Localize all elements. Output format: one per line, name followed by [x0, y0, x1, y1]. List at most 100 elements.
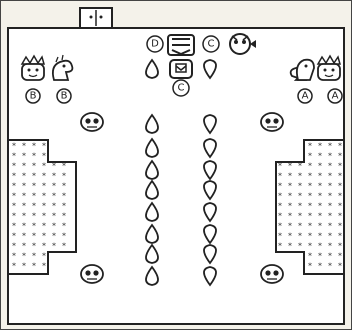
- svg-text:*: *: [318, 192, 322, 201]
- svg-text:*: *: [318, 172, 322, 181]
- svg-text:*: *: [338, 222, 342, 231]
- svg-text:*: *: [62, 232, 66, 241]
- svg-text:*: *: [288, 232, 292, 241]
- skull-icon[interactable]: [261, 113, 283, 131]
- svg-text:*: *: [12, 212, 16, 221]
- svg-text:*: *: [52, 222, 56, 231]
- svg-text:*: *: [288, 242, 292, 251]
- treasure-chest-icon[interactable]: [170, 60, 192, 78]
- king-icon[interactable]: [22, 56, 44, 80]
- svg-text:*: *: [318, 182, 322, 191]
- svg-text:*: *: [22, 142, 26, 151]
- svg-text:*: *: [42, 182, 46, 191]
- a-label-badge-1: A: [298, 89, 312, 103]
- svg-text:*: *: [338, 242, 342, 251]
- svg-text:*: *: [12, 242, 16, 251]
- svg-text:*: *: [318, 142, 322, 151]
- svg-text:*: *: [12, 192, 16, 201]
- door-icon[interactable]: [80, 8, 112, 28]
- svg-text:*: *: [278, 162, 282, 171]
- svg-text:*: *: [52, 212, 56, 221]
- svg-text:*: *: [308, 232, 312, 241]
- svg-text:*: *: [32, 242, 36, 251]
- svg-text:*: *: [22, 232, 26, 241]
- svg-text:*: *: [32, 142, 36, 151]
- svg-text:*: *: [318, 242, 322, 251]
- svg-text:*: *: [12, 202, 16, 211]
- svg-text:*: *: [22, 252, 26, 261]
- svg-text:*: *: [318, 252, 322, 261]
- svg-text:*: *: [308, 262, 312, 271]
- svg-text:*: *: [318, 222, 322, 231]
- svg-text:*: *: [278, 202, 282, 211]
- svg-text:*: *: [328, 142, 332, 151]
- svg-text:*: *: [328, 222, 332, 231]
- skull-icon[interactable]: [261, 265, 283, 283]
- svg-text:*: *: [32, 152, 36, 161]
- svg-text:*: *: [318, 152, 322, 161]
- svg-text:*: *: [318, 162, 322, 171]
- svg-text:*: *: [62, 162, 66, 171]
- svg-text:*: *: [32, 222, 36, 231]
- svg-text:*: *: [298, 232, 302, 241]
- svg-text:*: *: [288, 222, 292, 231]
- svg-text:*: *: [52, 192, 56, 201]
- svg-text:*: *: [338, 252, 342, 261]
- gate-icon[interactable]: [168, 35, 194, 55]
- svg-text:*: *: [62, 242, 66, 251]
- svg-text:*: *: [328, 242, 332, 251]
- svg-text:C: C: [208, 39, 215, 50]
- svg-text:*: *: [32, 182, 36, 191]
- svg-text:*: *: [328, 182, 332, 191]
- svg-text:*: *: [328, 152, 332, 161]
- skull-icon[interactable]: [81, 265, 103, 283]
- svg-text:*: *: [12, 252, 16, 261]
- svg-text:*: *: [278, 242, 282, 251]
- svg-text:*: *: [298, 242, 302, 251]
- svg-text:*: *: [298, 172, 302, 181]
- svg-text:*: *: [42, 142, 46, 151]
- svg-text:*: *: [52, 232, 56, 241]
- svg-text:*: *: [32, 162, 36, 171]
- svg-text:*: *: [288, 212, 292, 221]
- svg-text:*: *: [42, 192, 46, 201]
- svg-text:*: *: [338, 142, 342, 151]
- svg-text:*: *: [338, 232, 342, 241]
- svg-text:*: *: [42, 242, 46, 251]
- svg-text:*: *: [318, 232, 322, 241]
- svg-text:*: *: [328, 262, 332, 271]
- svg-text:D: D: [151, 39, 159, 50]
- king-icon[interactable]: [318, 56, 340, 80]
- svg-text:*: *: [12, 182, 16, 191]
- svg-text:*: *: [42, 162, 46, 171]
- svg-text:*: *: [308, 252, 312, 261]
- svg-text:*: *: [52, 202, 56, 211]
- svg-text:*: *: [32, 192, 36, 201]
- svg-text:*: *: [338, 152, 342, 161]
- svg-text:*: *: [298, 212, 302, 221]
- svg-text:*: *: [42, 202, 46, 211]
- svg-text:*: *: [298, 202, 302, 211]
- svg-text:*: *: [42, 252, 46, 261]
- svg-text:*: *: [328, 162, 332, 171]
- svg-text:*: *: [32, 212, 36, 221]
- svg-text:*: *: [338, 202, 342, 211]
- svg-text:*: *: [22, 262, 26, 271]
- svg-text:A: A: [332, 91, 339, 102]
- svg-text:*: *: [318, 212, 322, 221]
- svg-text:*: *: [298, 192, 302, 201]
- svg-text:*: *: [278, 172, 282, 181]
- skull-icon[interactable]: [81, 113, 103, 131]
- svg-text:*: *: [328, 252, 332, 261]
- svg-text:*: *: [22, 162, 26, 171]
- svg-text:C: C: [178, 83, 185, 94]
- svg-text:*: *: [22, 172, 26, 181]
- svg-text:*: *: [32, 262, 36, 271]
- svg-text:*: *: [22, 242, 26, 251]
- svg-text:*: *: [308, 202, 312, 211]
- svg-text:*: *: [52, 242, 56, 251]
- svg-text:*: *: [62, 182, 66, 191]
- svg-text:*: *: [328, 202, 332, 211]
